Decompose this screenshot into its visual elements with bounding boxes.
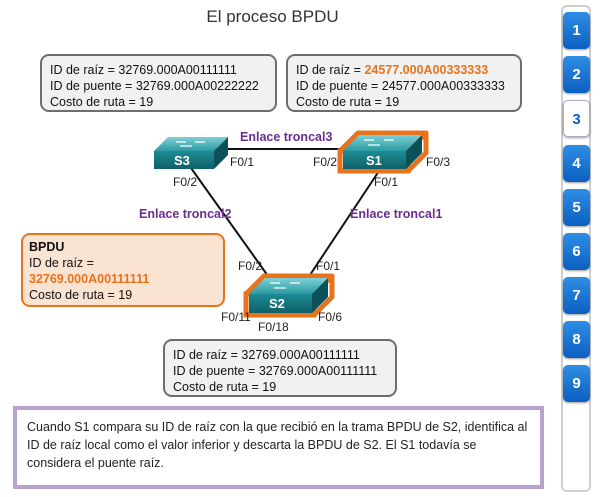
switch-s2[interactable] [243, 273, 335, 318]
s2-root-id: ID de raíz = 32769.000A00111111 [173, 348, 360, 362]
s1-bridge-id: ID de puente = 24577.000A00333333 [296, 79, 505, 93]
s1-root-id: ID de raíz = 24577.000A00333333 [296, 63, 489, 77]
port-s2-f01: F0/1 [316, 259, 341, 273]
step-button-1[interactable]: 1 [563, 12, 590, 49]
step-button-8[interactable]: 8 [563, 321, 590, 358]
s1-info-box: ID de raíz = 24577.000A00333333 ID de pu… [286, 54, 522, 112]
bpdu-path-cost: Costo de ruta = 19 [29, 288, 133, 302]
step-button-5[interactable]: 5 [563, 189, 590, 226]
s3-info-box: ID de raíz = 32769.000A00111111 ID de pu… [40, 54, 277, 112]
port-s2-f018: F0/18 [258, 320, 289, 334]
trunk2-line [190, 167, 279, 291]
explanation-text: Cuando S1 compara su ID de raíz con la q… [13, 406, 544, 489]
step-button-6[interactable]: 6 [563, 233, 590, 270]
s2-info-box: ID de raíz = 32769.000A00111111 ID de pu… [163, 339, 397, 397]
port-s1-f01: F0/1 [374, 175, 399, 189]
s3-bridge-id: ID de puente = 32769.000A00222222 [50, 79, 259, 93]
page-title: El proceso BPDU [206, 7, 339, 26]
s2-bridge-id: ID de puente = 32769.000A00111111 [173, 364, 378, 378]
port-s2-f02: F0/2 [238, 259, 263, 273]
switch-s3[interactable] [154, 137, 228, 169]
port-s3-f02: F0/2 [173, 175, 198, 189]
bpdu-heading: BPDU [29, 240, 65, 254]
switch-s1[interactable] [337, 130, 429, 174]
s2-path-cost: Costo de ruta = 19 [173, 380, 277, 394]
s3-path-cost: Costo de ruta = 19 [50, 95, 154, 109]
trunk3-label: Enlace troncal3 [240, 130, 333, 144]
trunk1-label: Enlace troncal1 [350, 207, 443, 221]
step-button-3[interactable]: 3 [563, 100, 590, 137]
port-s3-f01: F0/1 [230, 155, 255, 169]
s1-root-id-value: 24577.000A00333333 [364, 63, 489, 77]
switch-s1-label: S1 [366, 153, 382, 168]
switch-s3-label: S3 [174, 153, 190, 168]
step-button-9[interactable]: 9 [563, 365, 590, 402]
port-s2-f06: F0/6 [318, 310, 343, 324]
port-s1-f03: F0/3 [426, 155, 451, 169]
bpdu-root-id-value: 32769.000A00111111 [29, 272, 150, 286]
s1-path-cost: Costo de ruta = 19 [296, 95, 400, 109]
port-s2-f011: F0/11 [221, 310, 251, 324]
step-button-4[interactable]: 4 [563, 145, 590, 182]
step-button-7[interactable]: 7 [563, 277, 590, 314]
s3-root-id: ID de raíz = 32769.000A00111111 [50, 63, 237, 77]
bpdu-root-id-label: ID de raíz = [29, 256, 94, 270]
port-s1-f02: F0/2 [313, 155, 338, 169]
trunk2-label: Enlace troncal2 [139, 207, 232, 221]
bpdu-box: BPDU ID de raíz = 32769.000A00111111 Cos… [21, 233, 225, 307]
trunk1-line [299, 167, 382, 291]
switch-s2-label: S2 [269, 296, 285, 311]
step-button-2[interactable]: 2 [563, 56, 590, 93]
